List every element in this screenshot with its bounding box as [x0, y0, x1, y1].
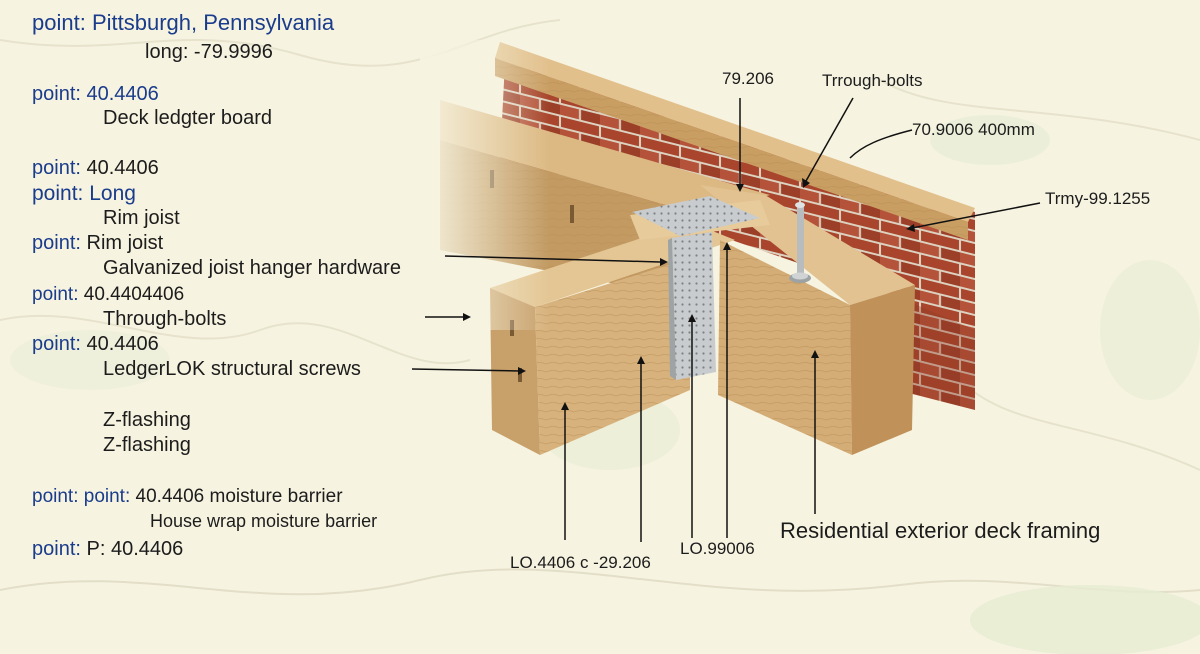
through-bolts-label: Through-bolts [103, 308, 227, 330]
deck-ledger-board [495, 42, 975, 240]
ledgerlok-label: LedgerLOK structural screws [103, 358, 361, 380]
deck-ledger-label: Deck ledgter board [103, 107, 272, 129]
deck-beam-right [630, 185, 915, 455]
z-flashing-label-1: Z-flashing [103, 409, 191, 431]
point-label-5: point: 40.4404406 [32, 284, 185, 305]
trmy-label: Trmy-99.1255 [1045, 189, 1151, 208]
bottom-value-1: LO.4406 c -29.206 [510, 553, 651, 572]
rim-joist-label: Rim joist [103, 207, 180, 229]
z-flashing-label-2: Z-flashing [103, 434, 191, 456]
house-wrap-label: House wrap moisture barrier [150, 511, 378, 531]
top-value-label: 79.206 [722, 69, 774, 88]
right-value-label: 70.9006 400mm [912, 120, 1035, 139]
long-line: long: -79.9996 [145, 41, 273, 63]
joist-hanger-label: Galvanized joist hanger hardware [103, 257, 401, 279]
leader-lines [411, 97, 1041, 542]
location-title-key: point: [32, 10, 86, 35]
brick-wall [500, 62, 975, 410]
point-label-4: point: Rim joist [32, 232, 164, 254]
location-title: point: Pittsburgh, Pennsylvania [32, 12, 334, 34]
galvanized-joist-hanger [632, 196, 760, 380]
bottom-value-2: LO.99006 [680, 539, 755, 558]
point-label-7: point: point: 40.4406 moisture barrier [32, 486, 343, 507]
point-label-2: point: 40.4406 [32, 157, 159, 179]
through-bolt [789, 202, 811, 283]
trough-bolts-label: Trrough-bolts [822, 71, 923, 90]
point-label-8: point: P: 40.4406 [32, 538, 184, 560]
point-label-1: point: 40.4406 [32, 83, 159, 105]
location-title-value: Pittsburgh, Pennsylvania [91, 10, 335, 35]
point-label-3: point: Long [32, 182, 136, 205]
diagram-caption: Residential exterior deck framing [780, 518, 1101, 543]
point-label-6: point: 40.4406 [32, 333, 159, 355]
